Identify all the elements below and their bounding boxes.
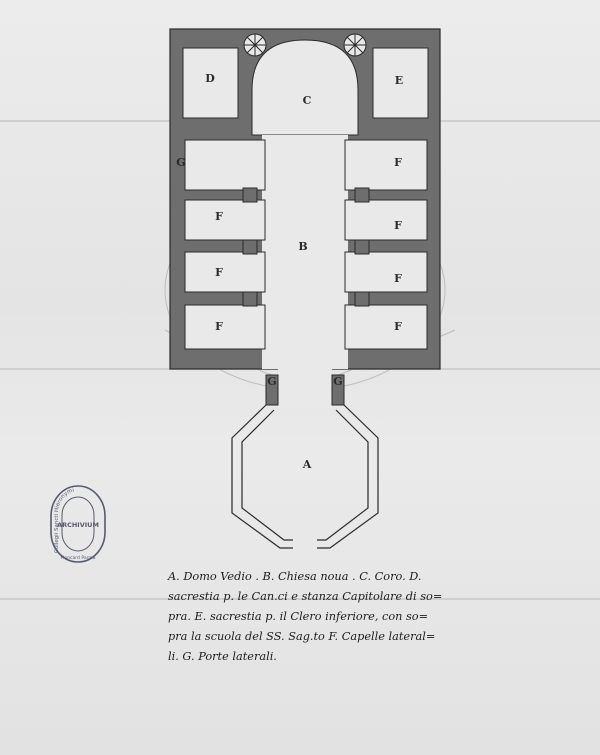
legend-line: pra la scuola del SS. Sag.to F. Capelle … <box>168 630 436 643</box>
sacristy-d <box>182 47 239 119</box>
label-g: G <box>267 375 276 388</box>
door-jamb-left <box>265 374 279 406</box>
legend-line: sacrestia p. le Can.ci e stanza Capitola… <box>168 590 443 603</box>
chapel-f <box>344 199 428 241</box>
chapel-f <box>184 139 266 191</box>
choir-room <box>251 39 359 136</box>
archive-stamp: Collegii Sancti Hieronymi ARCHIVIUM Plan… <box>48 483 108 565</box>
label-b: B <box>298 240 307 253</box>
door-jamb-right <box>331 374 345 406</box>
chapel-f <box>184 199 266 241</box>
label-g: G <box>176 156 185 169</box>
label-g: G <box>333 375 342 388</box>
label-e: E <box>395 74 403 87</box>
label-a: A <box>302 458 312 471</box>
label-d: D <box>205 72 215 85</box>
paper-fold <box>0 598 600 600</box>
chapel-f <box>344 139 428 191</box>
chapel-f <box>344 251 428 293</box>
sacristy-e <box>372 47 429 119</box>
piers <box>242 187 370 307</box>
label-c: C <box>303 94 312 107</box>
entrance-passage <box>278 369 332 409</box>
label-f: F <box>215 320 223 333</box>
label-f: F <box>215 210 223 223</box>
legend: A. Domo Vedio . B. Chiesa noua . C. Coro… <box>168 567 443 667</box>
chapel-f <box>344 304 428 350</box>
rose-window <box>343 33 367 57</box>
label-f: F <box>215 266 223 279</box>
stamp-side-text: Plancard Parma <box>60 555 95 561</box>
old-dome <box>231 404 379 549</box>
label-f: F <box>394 156 402 169</box>
chapel-f <box>184 251 266 293</box>
legend-line: pra. E. sacrestia p. il Clero inferiore,… <box>168 610 429 623</box>
legend-line: li. G. Porte laterali. <box>168 650 277 663</box>
label-f: F <box>394 320 402 333</box>
chapel-f <box>184 304 266 350</box>
stamp-middle-text: ARCHIVIUM <box>57 521 99 529</box>
legend-line: A. Domo Vedio . B. Chiesa noua . C. Coro… <box>168 570 422 583</box>
label-f: F <box>394 272 402 285</box>
nave <box>262 135 348 369</box>
rose-window <box>243 33 267 57</box>
label-f: F <box>394 219 402 232</box>
